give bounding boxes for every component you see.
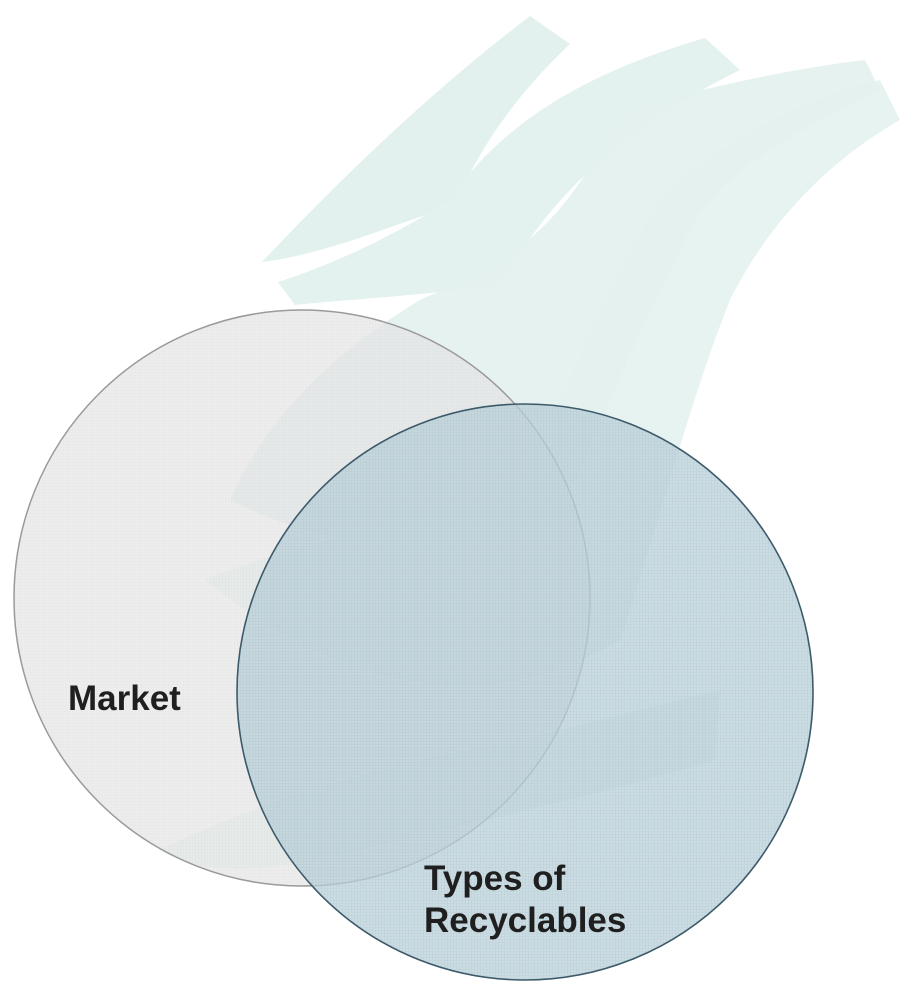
types-of-recyclables-circle: [236, 403, 814, 981]
types-of-recyclables-label: Types of Recyclables: [424, 858, 626, 942]
swoosh-2: [278, 38, 740, 305]
types-of-recyclables-label-line-1: Types of: [424, 859, 566, 898]
market-label: Market: [68, 679, 181, 718]
types-of-recyclables-label-line-2: Recyclables: [424, 901, 627, 940]
swoosh-1: [262, 16, 570, 262]
